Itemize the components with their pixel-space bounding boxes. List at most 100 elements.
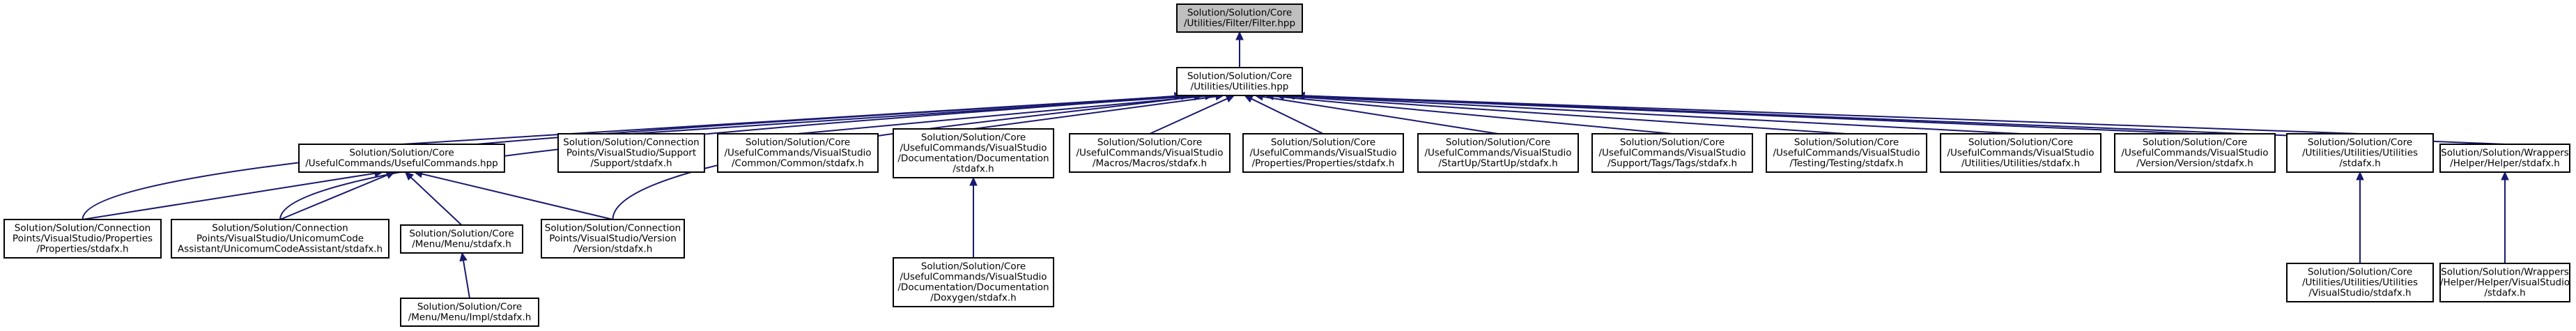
node-box (2286, 133, 2434, 173)
node-cp-unicomum[interactable]: Solution/Solution/ConnectionPoints/Visua… (171, 219, 390, 259)
node-uc-macros[interactable]: Solution/Solution/Core/UsefulCommands/Vi… (1069, 133, 1231, 173)
node-uc-documentation[interactable]: Solution/Solution/Core/UsefulCommands/Vi… (893, 128, 1054, 178)
arrowhead (404, 171, 414, 181)
node-label-line: /UsefulCommands/VisualStudio (1598, 148, 1745, 159)
node-label-line: Solution/Solution/Core (921, 132, 1026, 144)
node-label-line: /UsefulCommands/VisualStudio (1773, 148, 1920, 159)
node-uc-common[interactable]: Solution/Solution/Core/UsefulCommands/Vi… (717, 133, 879, 173)
node-label-line: Solution/Solution/Core (1097, 137, 1202, 148)
node-label-line: /Support/stdafx.h (590, 158, 672, 169)
edge-utilities-to-filter (1235, 31, 1244, 68)
node-box (400, 224, 523, 254)
node-label-line: /UsefulCommands/VisualStudio (900, 272, 1047, 283)
node-box (1242, 133, 1404, 173)
node-label-line: Solution/Solution/Core (1446, 137, 1550, 148)
node-label-line: /UsefulCommands/VisualStudio (1424, 148, 1571, 159)
node-box (717, 133, 879, 173)
node-label-line: /UsefulCommands/VisualStudio (2121, 148, 2268, 159)
node-box (1176, 67, 1303, 96)
node-label-line: Solution/Solution/Core (2308, 137, 2412, 148)
arrowhead (459, 252, 468, 262)
node-label-line: /Documentation/Documentation (897, 282, 1049, 293)
node-ut-stdafx[interactable]: Solution/Solution/Core/Utilities/Utiliti… (2286, 133, 2434, 173)
arrowhead (2356, 171, 2364, 180)
node-box (541, 219, 685, 259)
node-uc-support-tags[interactable]: Solution/Solution/Core/UsefulCommands/Vi… (1591, 133, 1753, 173)
node-box (2286, 263, 2434, 302)
node-label-line: Solution/Solution/Connection (563, 137, 699, 148)
node-label-line: Points/VisualStudio/Version (549, 233, 677, 245)
node-label-line: Solution/Solution/Wrappers (2441, 148, 2569, 159)
node-label-line: /Common/Common/stdafx.h (732, 158, 864, 169)
node-label-line: /Helper/Helper/stdafx.h (2450, 158, 2560, 169)
edge-ut-vs-stdafx-to-ut-stdafx (2356, 171, 2364, 263)
edge-line (422, 173, 613, 220)
node-label-line: /stdafx.h (2484, 288, 2525, 299)
node-ut-vs-stdafx[interactable]: Solution/Solution/Core/Utilities/Utiliti… (2286, 263, 2434, 302)
node-utilities[interactable]: Solution/Solution/Core/Utilities/Utiliti… (1176, 67, 1303, 96)
edge-line (1149, 98, 1228, 134)
node-label-line: Solution/Solution/Wrappers (2441, 267, 2569, 278)
node-label-line: /Menu/Menu/Impl/stdafx.h (408, 312, 532, 323)
node-label-line: /Support/Tags/Tags/stdafx.h (1607, 158, 1737, 169)
node-uc-startup[interactable]: Solution/Solution/Core/UsefulCommands/Vi… (1417, 133, 1579, 173)
node-usefulcommands[interactable]: Solution/Solution/Core/UsefulCommands/Us… (298, 144, 505, 173)
node-uc-utilities[interactable]: Solution/Solution/Core/UsefulCommands/Vi… (1940, 133, 2101, 173)
node-label-line: /Utilities/Utilities/Utilities (2302, 148, 2418, 159)
node-cp-properties[interactable]: Solution/Solution/ConnectionPoints/Visua… (3, 219, 162, 259)
node-label-line: Assistant/UnicomumCodeAssistant/stdafx.h (178, 244, 383, 255)
node-label-line: /StartUp/StartUp/stdafx.h (1438, 158, 1557, 169)
arrowhead (969, 176, 978, 186)
edge-line (1251, 98, 1324, 134)
node-label-line: Solution/Solution/Core (1620, 137, 1725, 148)
node-label-line: /Utilities/Utilities/Utilities (2302, 277, 2418, 288)
edge-line (1262, 95, 1499, 134)
node-label-line: /Version/Version/stdafx.h (2136, 158, 2253, 169)
node-cp-support[interactable]: Solution/Solution/ConnectionPoints/Visua… (557, 133, 705, 173)
node-label-line: /Properties/stdafx.h (36, 244, 128, 255)
arrowhead (1244, 95, 1254, 103)
node-menu[interactable]: Solution/Solution/Core/Menu/Menu/stdafx.… (400, 224, 523, 254)
node-box (298, 144, 505, 173)
edge-uc-properties-to-utilities (1244, 95, 1324, 134)
edge-line (279, 174, 388, 220)
node-label-line: /Testing/Testing/stdafx.h (1789, 158, 1903, 169)
edge-uc-doxygen-to-uc-documentation (969, 176, 978, 258)
node-label-line: /Properties/Properties/stdafx.h (1252, 158, 1395, 169)
node-label-line: /stdafx.h (952, 164, 994, 175)
node-box (557, 133, 705, 173)
node-wr-helper[interactable]: Solution/Solution/Wrappers/Helper/Helper… (2439, 144, 2570, 173)
edge-line (463, 260, 470, 299)
node-filter[interactable]: Solution/Solution/Core/Utilities/Filter/… (1176, 3, 1303, 33)
node-label-line: Solution/Solution/Core (1187, 71, 1292, 82)
node-box (400, 298, 539, 327)
node-uc-testing[interactable]: Solution/Solution/Core/UsefulCommands/Vi… (1766, 133, 1927, 173)
edge-line (82, 172, 376, 220)
node-box (1176, 3, 1303, 33)
node-box (1940, 133, 2101, 173)
node-label-line: Solution/Solution/Core (349, 148, 454, 159)
node-label-line: /Documentation/Documentation (897, 153, 1049, 164)
node-uc-version[interactable]: Solution/Solution/Core/UsefulCommands/Vi… (2114, 133, 2276, 173)
edge-line (1283, 95, 1847, 134)
node-uc-properties[interactable]: Solution/Solution/Core/UsefulCommands/Vi… (1242, 133, 1404, 173)
edge-line (1304, 95, 2361, 134)
node-label-line: /Macros/Macros/stdafx.h (1093, 158, 1207, 169)
node-label-line: Solution/Solution/Core (1271, 137, 1375, 148)
node-label-line: Solution/Solution/Core (1968, 137, 2073, 148)
node-box (1069, 133, 1231, 173)
node-label-line: /UsefulCommands/VisualStudio (1249, 148, 1396, 159)
node-label-line: /VisualStudio/stdafx.h (2308, 288, 2411, 299)
node-wr-helper-vs[interactable]: Solution/Solution/Wrappers/Helper/Helper… (2439, 263, 2570, 302)
node-uc-doxygen[interactable]: Solution/Solution/Core/UsefulCommands/Vi… (893, 257, 1054, 307)
node-menu-impl[interactable]: Solution/Solution/Core/Menu/Menu/Impl/st… (400, 298, 539, 327)
edge-line (973, 95, 1217, 130)
node-label-line: /UsefulCommands/VisualStudio (1947, 148, 2094, 159)
node-label-line: Solution/Solution/Core (409, 229, 514, 240)
node-label-line: Solution/Solution/Core (1794, 137, 1899, 148)
edge-cp-unicomum-to-usefulcommands (279, 171, 396, 220)
node-cp-version[interactable]: Solution/Solution/ConnectionPoints/Visua… (541, 219, 685, 259)
node-label-line: /Utilities/Filter/Filter.hpp (1184, 18, 1295, 29)
node-label-line: /stdafx.h (2339, 158, 2380, 169)
